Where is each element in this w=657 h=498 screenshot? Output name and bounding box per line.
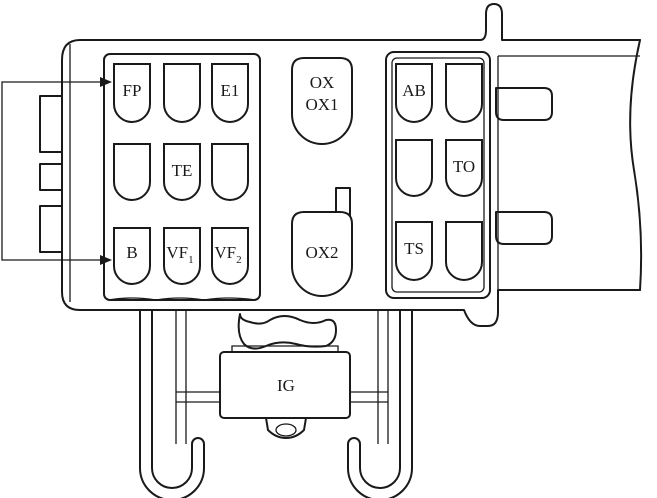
terminal-to-label: TO [453,157,475,176]
terminal-empty-6 [445,221,483,281]
terminal-vf1-label: VF1 [166,243,193,266]
terminal-vf2: VF2 [211,227,249,285]
terminal-fp: FP [113,63,151,123]
terminal-vf2-label: VF2 [214,243,241,266]
right-terminal-block [385,51,491,299]
terminal-ox2: OX2 [291,187,353,297]
terminal-empty-5 [395,139,433,197]
terminal-ab-label: AB [402,81,426,100]
terminal-vf2-subscript: 2 [236,254,242,266]
side-tabs [39,95,63,253]
terminal-vf2-text: VF [214,243,236,262]
terminal-ts-label: TS [404,239,424,258]
terminal-b-label: B [126,243,137,262]
terminal-e1: E1 [211,63,249,123]
jumper-wire [1,77,112,265]
terminal-ab: AB [395,63,433,123]
terminal-empty-2 [113,143,151,201]
terminal-vf1-text: VF [166,243,188,262]
terminal-empty-1 [163,63,201,123]
ig-switch: IG [219,313,351,439]
terminal-empty-4 [445,63,483,123]
terminal-te-label: TE [172,161,193,180]
terminal-vf1-subscript: 1 [188,254,194,266]
terminal-ox-label: OX [310,73,335,92]
terminal-e1-label: E1 [221,81,240,100]
terminal-b: B [113,227,151,285]
terminal-ox2-label: OX2 [305,243,338,262]
terminal-te: TE [163,143,201,201]
connector-body [61,3,643,327]
left-terminal-block [103,53,261,301]
terminal-empty-3 [211,143,249,201]
terminal-to: TO [445,139,483,197]
mounting-bracket [139,309,413,498]
terminal-ox: OX OX1 [291,57,353,145]
ig-switch-label: IG [277,376,295,395]
terminal-fp-label: FP [123,81,142,100]
terminal-ts: TS [395,221,433,281]
terminal-ox1-label: OX1 [305,95,338,114]
terminal-vf1: VF1 [163,227,201,285]
